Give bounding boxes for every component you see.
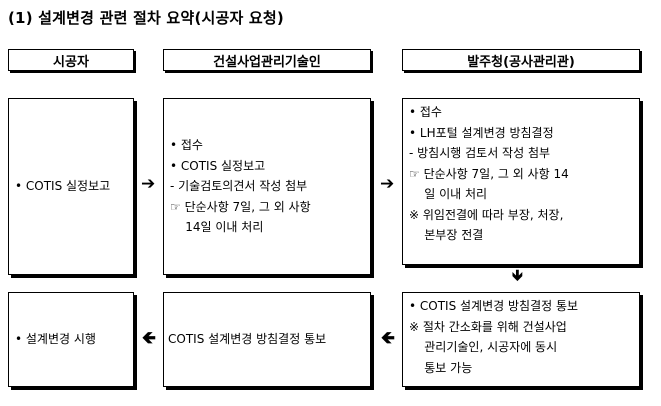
box-client-decision-line: • LH포털 설계변경 방침결정 bbox=[409, 125, 554, 140]
box-client-notify: • COTIS 설계변경 방침결정 통보 ※ 절차 간소화를 위해 건설사업 관… bbox=[402, 292, 640, 387]
box-client-decision: • 접수 • LH포털 설계변경 방침결정 - 방침시행 검토서 작성 첨부 ☞… bbox=[402, 98, 640, 265]
box-cm-review-line: ☞ 단순사항 7일, 그 외 사항 bbox=[170, 199, 311, 214]
box-client-decision-line: • 접수 bbox=[409, 105, 442, 119]
header-contractor: 시공자 bbox=[8, 49, 134, 71]
box-contractor-execute-line: • 설계변경 시행 bbox=[15, 332, 96, 347]
header-construction-manager: 건설사업관리기술인 bbox=[163, 49, 371, 71]
box-cm-review-line: 14일 이내 처리 bbox=[170, 220, 264, 235]
box-cm-review: • 접수 • COTIS 실정보고 - 기술검토의견서 작성 첨부 ☞ 단순사항… bbox=[163, 98, 371, 275]
box-client-notify-line: • COTIS 설계변경 방침결정 통보 bbox=[409, 299, 579, 313]
arrow-down-icon: 🡻 bbox=[512, 266, 523, 284]
diagram-title: (1) 설계변경 관련 절차 요약(시공자 요청) bbox=[8, 9, 284, 27]
box-cm-review-line: - 기술검토의견서 작성 첨부 bbox=[170, 179, 308, 194]
arrow-right-icon: ➔ bbox=[141, 174, 156, 194]
box-cm-notify: COTIS 설계변경 방침결정 통보 bbox=[163, 292, 371, 387]
box-cm-review-line: • COTIS 실정보고 bbox=[170, 158, 266, 173]
arrow-left-icon: 🡸 bbox=[142, 328, 156, 348]
box-contractor-report-line: • COTIS 실정보고 bbox=[15, 179, 111, 194]
box-client-decision-line: - 방침시행 검토서 작성 첨부 bbox=[409, 146, 551, 160]
box-client-notify-line: 관리기술인, 시공자에 동시 bbox=[409, 340, 558, 354]
box-client-decision-line: ☞ 단순사항 7일, 그 외 사항 14 bbox=[409, 166, 569, 181]
box-cm-notify-line: COTIS 설계변경 방침결정 통보 bbox=[168, 332, 327, 347]
box-client-decision-line: 일 이내 처리 bbox=[409, 187, 488, 201]
box-client-decision-line: ※ 위임전결에 따라 부장, 처장, bbox=[409, 207, 564, 222]
box-cm-review-line: • 접수 bbox=[170, 138, 203, 153]
box-client-notify-line: 통보 가능 bbox=[409, 360, 473, 375]
arrow-left-icon: 🡸 bbox=[381, 328, 395, 348]
arrow-right-icon: ➔ bbox=[380, 174, 395, 194]
header-client: 발주청(공사관리관) bbox=[402, 49, 640, 71]
box-contractor-report: • COTIS 실정보고 bbox=[8, 98, 134, 275]
box-client-decision-line: 본부장 전결 bbox=[409, 228, 484, 242]
box-contractor-execute: • 설계변경 시행 bbox=[8, 292, 134, 387]
box-client-notify-line: ※ 절차 간소화를 위해 건설사업 bbox=[409, 319, 567, 334]
